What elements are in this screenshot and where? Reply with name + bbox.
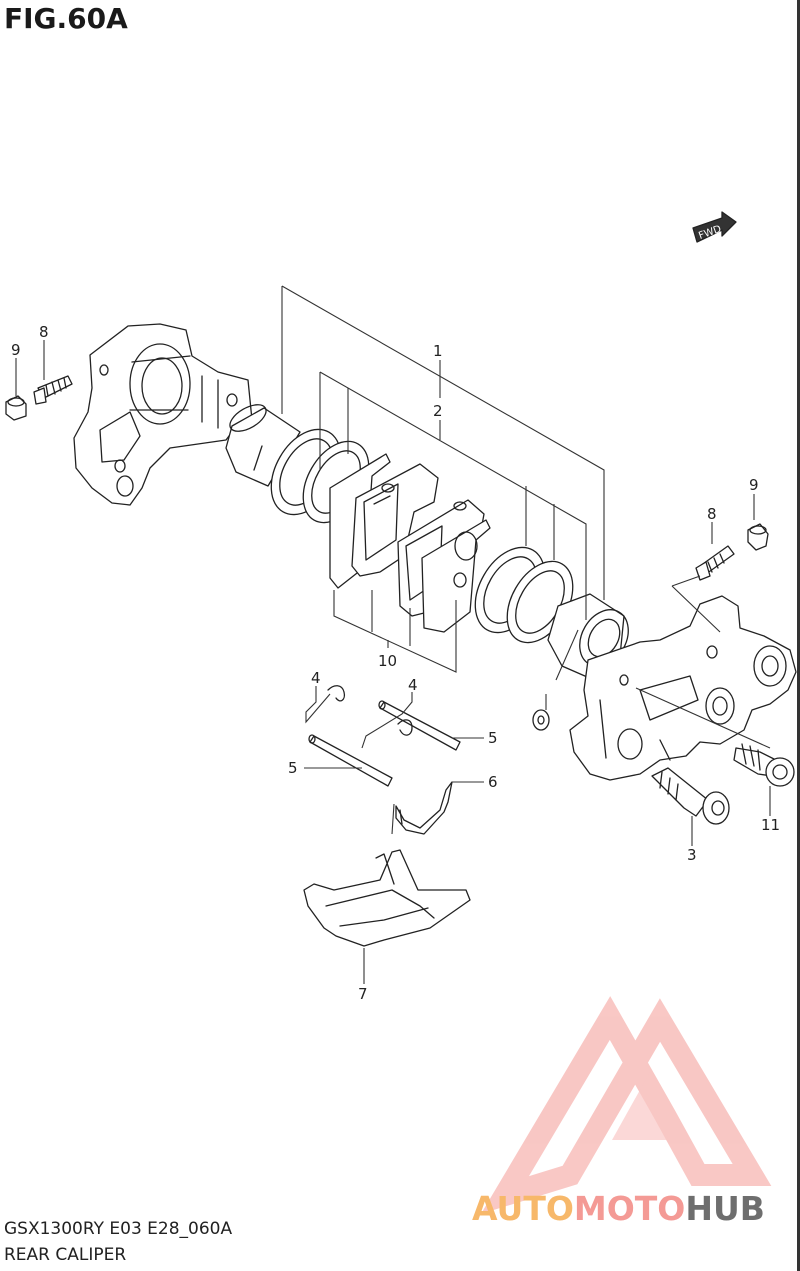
bleeder-cap-left <box>5 395 27 421</box>
brake-pad-left <box>351 463 439 577</box>
pin-clip-right <box>397 719 413 736</box>
section-name: REAR CALIPER <box>4 1245 127 1265</box>
fwd-arrow-icon <box>692 211 737 243</box>
caliper-half-left <box>73 323 253 506</box>
figure-title: FIG.60A <box>4 2 128 35</box>
piston-left <box>225 404 301 487</box>
callout-11: 11 <box>761 816 780 834</box>
watermark-auto: AUTO <box>472 1189 574 1228</box>
caliper-bolt-3 <box>651 767 730 825</box>
callout-9b: 9 <box>749 476 759 494</box>
caliper-bolt-11 <box>733 743 795 787</box>
caliper-half-right <box>569 595 797 781</box>
frame-edge <box>797 0 800 1271</box>
watermark-hub: HUB <box>685 1189 765 1228</box>
pad-spring <box>395 781 453 835</box>
callout-numbers: 1 2 3 4 4 5 5 6 7 8 8 9 9 10 11 <box>11 323 780 1003</box>
callout-10: 10 <box>378 652 397 670</box>
callout-4a: 4 <box>311 669 321 687</box>
pin-clip-left <box>327 685 346 702</box>
pad-pin-lower <box>308 734 393 787</box>
callout-5b: 5 <box>288 759 298 777</box>
bleeder-screw-left <box>33 375 73 405</box>
pad-shim-right <box>421 519 491 633</box>
watermark-moto: MOTO <box>573 1189 686 1228</box>
model-code: GSX1300RY E03 E28_060A <box>4 1219 233 1239</box>
watermark-text: AUTOMOTOHUB <box>472 1189 765 1228</box>
callout-2: 2 <box>433 402 443 420</box>
leader-lines <box>15 285 771 984</box>
callout-8b: 8 <box>707 505 717 523</box>
callout-8a: 8 <box>39 323 49 341</box>
washer <box>532 709 550 731</box>
callout-7: 7 <box>358 985 368 1003</box>
bleeder-screw-right <box>695 545 735 581</box>
callout-9a: 9 <box>11 341 21 359</box>
callout-1: 1 <box>433 342 443 360</box>
callout-6: 6 <box>488 773 498 791</box>
callout-3: 3 <box>687 846 697 864</box>
callout-5a: 5 <box>488 729 498 747</box>
callout-4b: 4 <box>408 676 418 694</box>
pad-pin-upper <box>378 700 461 751</box>
pad-holder-plate <box>303 849 471 947</box>
bleeder-cap-right <box>747 523 769 551</box>
watermark-logo <box>481 996 772 1214</box>
